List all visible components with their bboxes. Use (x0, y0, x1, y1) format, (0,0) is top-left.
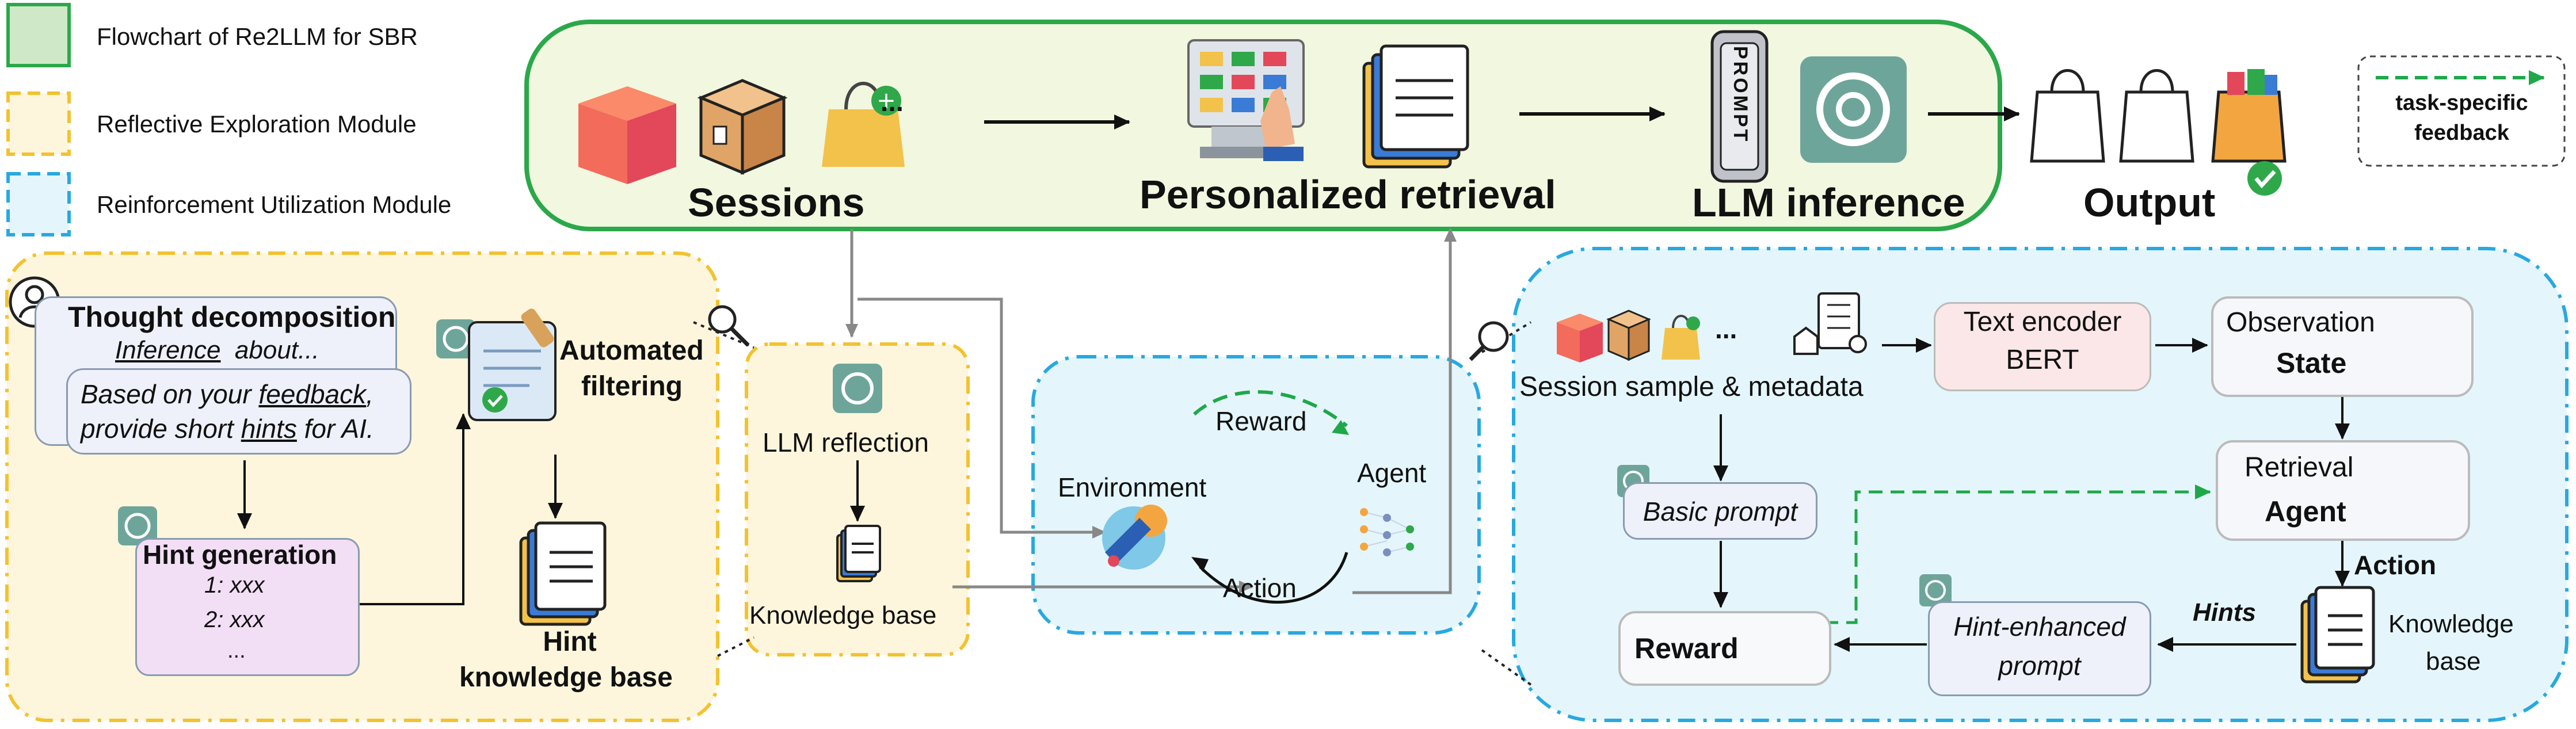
observation-label-2: State (2276, 347, 2347, 379)
utilization-kb-doc-icon (2300, 586, 2375, 684)
reward-label: Reward (1634, 632, 1739, 665)
rl-environment-label: Environment (1058, 472, 1207, 502)
observation-label-1: Observation (2226, 307, 2375, 338)
chatgpt-hint-prompt-icon (1919, 574, 1952, 606)
retrieval-agent-label-2: Agent (2265, 495, 2346, 528)
middle-kb-label: Knowledge base (749, 601, 937, 629)
prompt-scroll-label: PROMPT (1729, 46, 1751, 144)
retrieval-agent-label-1: Retrieval (2245, 452, 2354, 483)
llm-reflection-label: LLM reflection (763, 428, 929, 457)
utilization-kb-label-2: base (2426, 647, 2481, 675)
rl-action-label: Action (1223, 573, 1297, 603)
hint-kb-doc-icon (519, 521, 607, 626)
action-label: Action (2354, 550, 2437, 580)
sample-package-icon (1606, 310, 1651, 361)
touchscreen-icon (1187, 39, 1305, 161)
hints-label: Hints (2193, 598, 2256, 627)
legend-label-reflective: Reflective Exploration Module (97, 110, 417, 138)
rl-reward-label: Reward (1215, 406, 1307, 436)
feedback-legend-box (2357, 55, 2566, 167)
sample-bag-icon (1662, 315, 1700, 360)
hint-item-1: 1: xxx (204, 572, 265, 598)
sample-box-icon (1557, 314, 1603, 362)
legend-swatch-utilization (6, 172, 71, 236)
legend-swatch-flowchart (6, 3, 71, 67)
hint-prompt-line-2: provide short hints for AI. (81, 414, 374, 444)
text-encoder-label-2: BERT (2006, 345, 2079, 375)
shopping-bag-icon: + (822, 82, 905, 167)
environment-rocket-icon (1102, 505, 1167, 570)
reward-box (1618, 611, 1831, 686)
hint-kb-label-2: knowledge base (459, 662, 673, 693)
hint-enhanced-label-2: prompt (1998, 651, 2081, 681)
basic-prompt-box (1623, 482, 1817, 540)
thought-inference-line: Inference about... (115, 336, 319, 364)
stage-output: Output (2083, 180, 2216, 225)
legend-label-utilization: Reinforcement Utilization Module (97, 191, 452, 218)
middle-kb-doc-icon (836, 525, 881, 582)
agent-neural-net-icon (1360, 508, 1414, 556)
stage-retrieval: Personalized retrieval (1140, 172, 1556, 217)
magnifier-icon-2 (1469, 321, 1509, 361)
stage-sessions: Sessions (688, 180, 865, 225)
legend-label-flowchart: Flowchart of Re2LLM for SBR (97, 23, 418, 50)
thought-decomposition-title: Thought decomposition (68, 301, 396, 333)
chatgpt-small-icon-1 (436, 319, 475, 358)
sample-ellipsis: ... (1715, 314, 1737, 344)
observation-state-box (2211, 296, 2474, 397)
legend-swatch-reflective (6, 91, 71, 156)
hint-enhanced-label-1: Hint-enhanced (1953, 612, 2126, 642)
text-encoder-label-1: Text encoder (1963, 307, 2122, 337)
basic-prompt-label: Basic prompt (1643, 497, 1798, 526)
hint-kb-label-1: Hint (543, 627, 597, 657)
chatgpt-reflection-icon (833, 364, 882, 413)
feedback-legend-label-1: task-specific (2395, 91, 2528, 115)
document-stack-icon (1362, 44, 1469, 169)
magnifier-icon-1 (708, 305, 750, 347)
automated-filtering-line-2: filtering (581, 371, 683, 402)
text-encoder-box (1934, 302, 2151, 391)
retrieval-agent-box (2216, 440, 2470, 541)
hint-generation-box (135, 538, 360, 676)
output-bag-icon-2 (2119, 69, 2194, 163)
hint-enhanced-prompt-box (1928, 601, 2151, 696)
automated-filtering-line-1: Automated (559, 335, 704, 366)
box-icon-red (578, 86, 676, 184)
hint-item-3: ... (227, 639, 246, 663)
hint-prompt-line-1: Based on your feedback, (81, 379, 374, 409)
stage-inference: LLM inference (1692, 180, 1965, 225)
hint-item-2: 2: xxx (204, 607, 265, 632)
utilization-kb-label-1: Knowledge (2388, 610, 2514, 638)
rl-agent-label: Agent (1357, 458, 1427, 488)
hint-prompt-box (66, 368, 411, 455)
feedback-legend-label-2: feedback (2414, 121, 2509, 145)
package-icon (697, 79, 788, 175)
metadata-icon (1793, 292, 1867, 355)
prompt-scroll-icon (1710, 30, 1769, 183)
output-bag-icon-1 (2030, 69, 2105, 163)
clipboard-stamp-icon (468, 308, 557, 421)
chatgpt-logo-icon (1800, 56, 1907, 163)
sessions-ellipsis: ... (881, 87, 904, 117)
session-sample-label: Session sample & metadata (1519, 372, 1864, 402)
hint-generation-title: Hint generation (143, 540, 337, 570)
svg-text:+: + (877, 87, 896, 114)
chatgpt-small-icon-2 (118, 506, 157, 545)
output-bag-icon-3 (2211, 69, 2287, 196)
